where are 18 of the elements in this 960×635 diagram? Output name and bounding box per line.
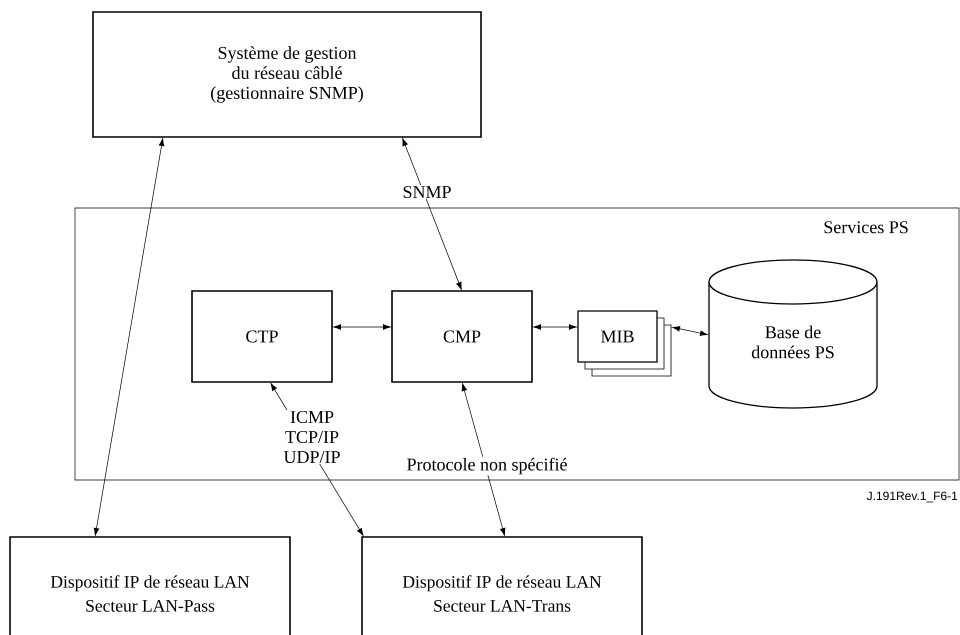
arrow — [533, 324, 577, 330]
process-box: Dispositif IP de réseau LAN Secteur LAN-Trans — [361, 536, 643, 635]
process-box: Système de gestion du réseau câblé (gestionnaire SNMP) — [92, 11, 482, 138]
arrow — [94, 138, 164, 536]
process-box: Dispositif IP de réseau LAN Secteur LAN-Pass — [9, 536, 291, 635]
stacked-box: MIB — [577, 310, 672, 376]
database-cylinder: Base de données PS — [708, 259, 878, 409]
figure-id: J.191Rev.1_F6-1 — [866, 492, 958, 502]
edge-label: ICMP TCP/IP UDP/IP — [280, 410, 344, 464]
process-box: CMP — [391, 290, 533, 383]
edge-label: Protocole non spécifié — [406, 456, 568, 476]
node-label: Base de données PS — [752, 326, 834, 358]
arrow — [402, 138, 462, 290]
arrow — [462, 383, 506, 536]
arrow — [333, 324, 391, 330]
process-box: CTP — [191, 290, 333, 383]
arrow — [672, 326, 708, 336]
edge-label: SNMP — [402, 184, 453, 200]
